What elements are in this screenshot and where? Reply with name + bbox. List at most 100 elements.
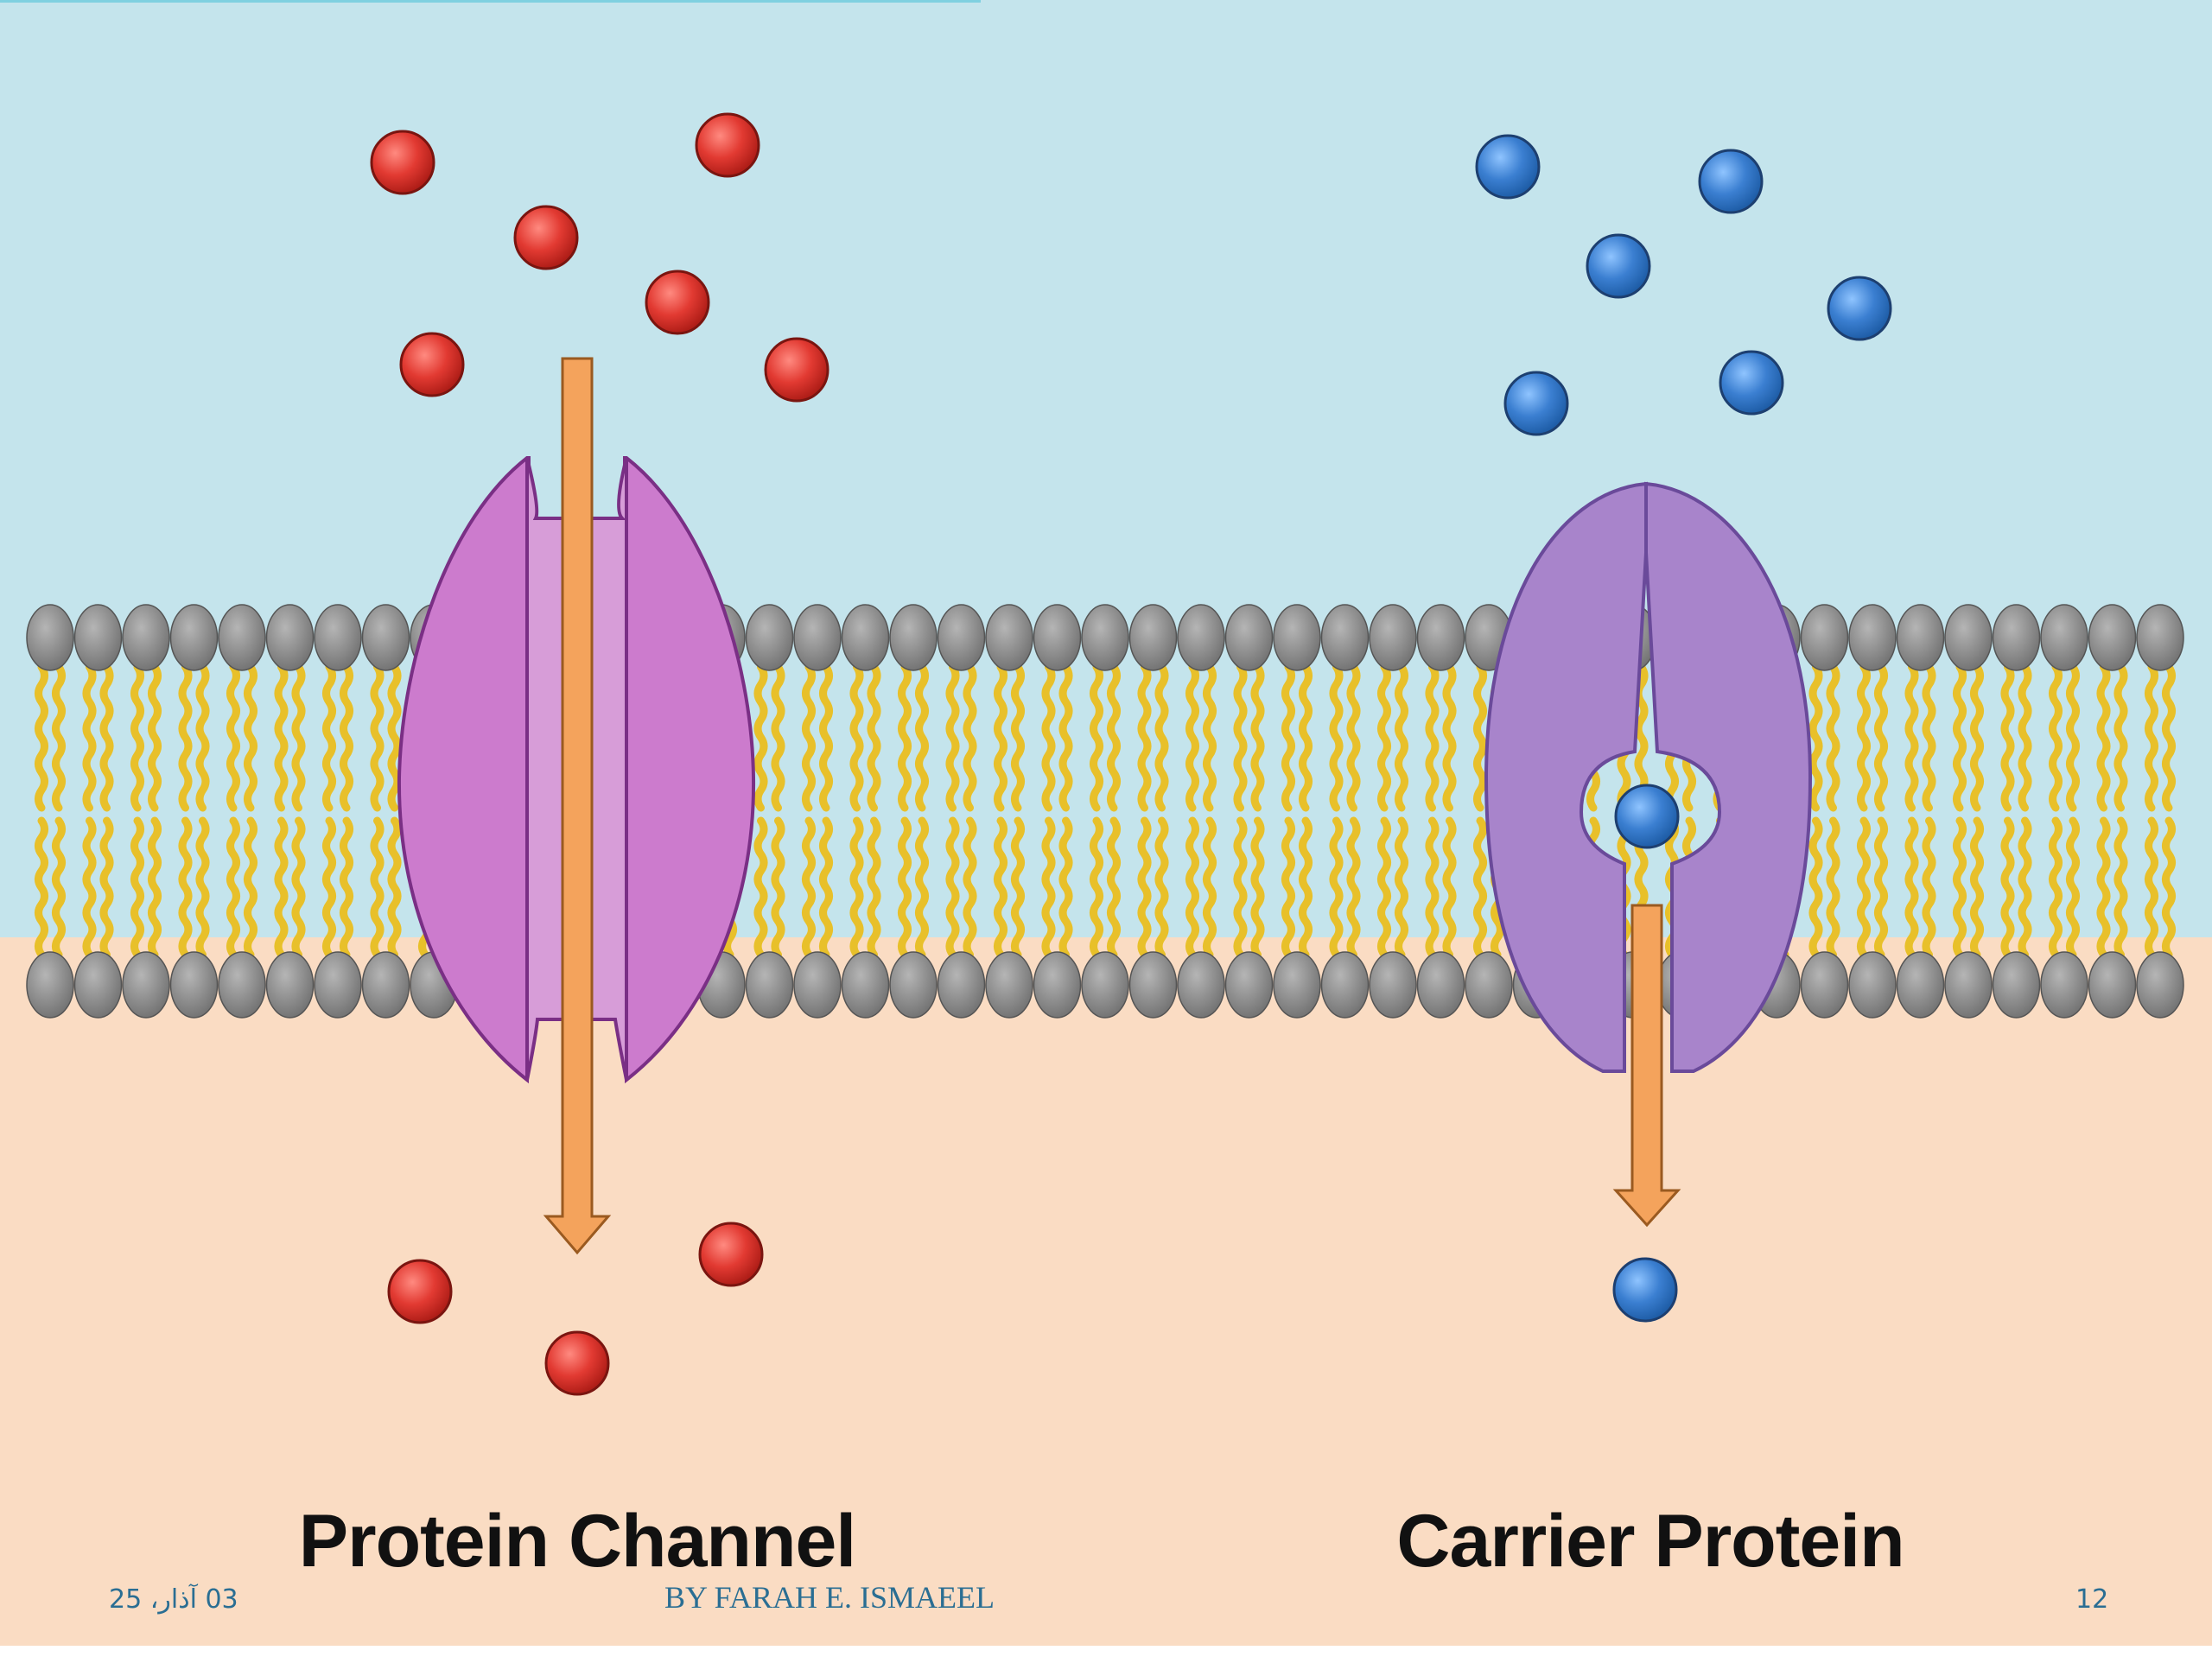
lipid-head xyxy=(937,604,986,671)
lipid-tail xyxy=(771,816,785,959)
lipid-tail xyxy=(1154,663,1169,812)
lipid-tail xyxy=(35,663,48,812)
lipid-tail xyxy=(1011,663,1025,812)
lipid-tail xyxy=(1185,663,1199,812)
lipid-tail xyxy=(130,663,144,812)
lipid-tail xyxy=(1473,663,1487,812)
lipid-head xyxy=(1273,604,1321,671)
lipid-tail xyxy=(1329,816,1344,959)
channel-left-half xyxy=(397,456,531,1084)
lipid-tail xyxy=(82,663,97,812)
red-particle xyxy=(399,332,465,397)
footer-date: 03 آذار، 25 xyxy=(109,1584,238,1615)
proteins-layer xyxy=(397,357,1813,1255)
lipid-tail xyxy=(1953,816,1967,959)
lipid-tail xyxy=(35,816,48,959)
red-particle xyxy=(513,205,579,270)
lipid-tail xyxy=(753,816,768,959)
lipid-tail xyxy=(244,663,257,812)
lipid-head xyxy=(985,604,1033,671)
lipid-tail xyxy=(2145,663,2158,812)
lipid-tail xyxy=(52,663,66,812)
lipid-tail xyxy=(1137,816,1152,959)
lipid-tail xyxy=(1922,663,1936,812)
lipid-tail xyxy=(915,663,929,812)
lipid-tail xyxy=(82,816,97,959)
lipid-tail xyxy=(753,663,768,812)
lipid-tail xyxy=(2113,663,2128,812)
lipid-tail xyxy=(1473,816,1487,959)
lipid-tail xyxy=(898,663,912,812)
channel-arrow xyxy=(543,357,612,1255)
lipid-tail xyxy=(1329,663,1344,812)
lipid-tail xyxy=(819,816,833,959)
carrier-left-half xyxy=(1484,481,1648,1073)
lipid-tail xyxy=(1233,816,1248,959)
lipid-head xyxy=(1369,604,1417,671)
blue-particle xyxy=(1719,350,1784,416)
lipid-tail xyxy=(1874,663,1888,812)
lipid-tail xyxy=(2066,816,2080,959)
lipid-tail xyxy=(2018,816,2032,959)
red-particle xyxy=(370,130,435,195)
lipid-head xyxy=(361,951,410,1019)
lipid-tail xyxy=(1107,663,1121,812)
lipid-tail xyxy=(2113,816,2128,959)
lipid-tail xyxy=(1377,816,1391,959)
lipid-head xyxy=(1033,951,1082,1019)
lipid-tail xyxy=(1090,816,1103,959)
lipid-tail xyxy=(994,816,1007,959)
blue-particle xyxy=(1475,134,1541,200)
lipid-tail xyxy=(2096,816,2111,959)
lipid-head xyxy=(1224,604,1274,671)
carrier-arrow xyxy=(1612,904,1681,1228)
carrier-protein xyxy=(1484,481,1813,1073)
lipid-tail xyxy=(1185,816,1199,959)
lipid-head xyxy=(937,951,986,1019)
lipid-head xyxy=(1320,604,1370,671)
lipid-tail xyxy=(1250,816,1265,959)
lipid-tail xyxy=(963,816,977,959)
lipid-head xyxy=(1081,604,1129,671)
lipid-tail xyxy=(148,816,162,959)
red-particle xyxy=(544,1330,610,1396)
lipid-tail xyxy=(1904,816,1919,959)
lipid-tail xyxy=(945,663,960,812)
lipid-tail xyxy=(1395,816,1408,959)
lipid-tail xyxy=(819,663,833,812)
lipid-tail xyxy=(1203,816,1217,959)
lipid-head xyxy=(2136,604,2184,671)
lipid-head xyxy=(314,951,362,1019)
lipid-tail xyxy=(1299,816,1313,959)
lipid-tail xyxy=(1970,663,1984,812)
lipid-tail xyxy=(1299,663,1313,812)
lipid-tail xyxy=(1058,816,1073,959)
lipid-head xyxy=(218,604,266,671)
blue-particle xyxy=(1586,233,1651,299)
lipid-tail xyxy=(387,816,402,959)
lipid-head xyxy=(1224,951,1274,1019)
red-particle xyxy=(695,112,760,178)
lipid-tail xyxy=(1250,663,1265,812)
lipid-tail xyxy=(1442,816,1457,959)
red-particle xyxy=(764,337,830,403)
lipid-head xyxy=(1177,951,1225,1019)
lipid-tail xyxy=(244,816,257,959)
lipid-tail xyxy=(1281,663,1295,812)
lipid-head xyxy=(1896,951,1945,1019)
lipid-tail xyxy=(130,816,144,959)
lipid-head xyxy=(26,951,74,1019)
lipid-tail xyxy=(1425,663,1440,812)
lipid-tail xyxy=(1203,663,1217,812)
lipid-tail xyxy=(849,663,864,812)
lipid-tail xyxy=(99,816,114,959)
lipid-head xyxy=(2136,951,2184,1019)
slide-number: 12 xyxy=(2075,1584,2109,1615)
lipid-tail xyxy=(2145,816,2158,959)
lipid-head xyxy=(1416,951,1465,1019)
lipid-tail xyxy=(1808,816,1823,959)
lipid-tail xyxy=(370,663,385,812)
lipid-tail xyxy=(148,663,162,812)
